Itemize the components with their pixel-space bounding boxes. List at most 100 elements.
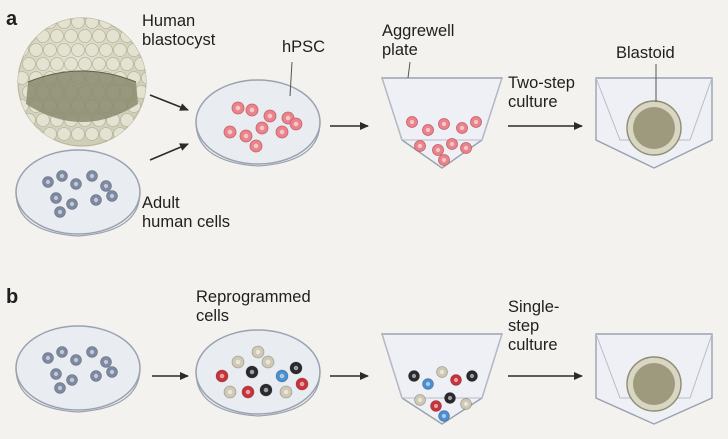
panel-label-a: a [6, 8, 18, 30]
blastocyst-surface-cell [43, 43, 57, 57]
blastocyst-surface-cell [134, 113, 146, 127]
hpsc-cell-nucleus [227, 129, 233, 135]
adult-cell-nucleus [73, 357, 79, 363]
adult-human-cells-label: Adult human cells [142, 194, 231, 231]
blastocyst-surface-cell [149, 58, 162, 71]
adult-cell-nucleus [69, 377, 75, 383]
hpsc-cell-nucleus [441, 157, 447, 163]
hpsc-cell-nucleus [435, 147, 441, 153]
adult-cell-nucleus [93, 197, 99, 203]
blastoid-plate-a [595, 64, 713, 169]
blastocyst-surface-cell [29, 18, 43, 29]
arrow-adult-to-hpsc [149, 143, 189, 161]
reprogrammed-cells-label: Reprogrammed cells [196, 288, 311, 325]
adult-cell-nucleus [59, 173, 65, 179]
reprogrammed-cell-nucleus [447, 395, 453, 401]
single-step-culture-label: Single- step culture [508, 298, 560, 354]
blastocyst-surface-cell [149, 114, 162, 127]
adult-cell-nucleus [69, 201, 75, 207]
blastocyst-surface-cell [78, 57, 92, 71]
blastocyst-surface-cell [64, 29, 78, 43]
hpsc-label: hPSC [282, 38, 326, 56]
blastocyst-surface-cell [78, 29, 92, 43]
reprogrammed-cell-nucleus [439, 369, 445, 375]
blastocyst-surface-cell [50, 29, 64, 43]
adult-cell-nucleus [103, 359, 109, 365]
reprogrammed-cell-nucleus [249, 369, 255, 375]
aggrewell-plate-b [381, 333, 503, 425]
blastocyst-surface-cell [57, 43, 71, 57]
blastocyst-surface-cell [120, 113, 134, 127]
hpsc-cell-nucleus [267, 113, 273, 119]
reprogrammed-cell-nucleus [263, 387, 269, 393]
hpsc-leader-line [289, 61, 293, 97]
adult-cell-nucleus [109, 369, 115, 375]
blastocyst-surface-cell [71, 127, 85, 141]
adult-cell-nucleus [53, 195, 59, 201]
hpsc-cell-nucleus [409, 119, 415, 125]
reprogrammed-cell-nucleus [425, 381, 431, 387]
hpsc-cell-nucleus [473, 119, 479, 125]
blastocyst-surface-cell [99, 43, 113, 57]
blastocyst-surface-cell [57, 127, 71, 141]
human-blastocyst-label: Human blastocyst [142, 12, 216, 49]
blastocyst-surface-cell [18, 71, 29, 85]
blastocyst-surface-cell [29, 43, 43, 57]
blastocyst-surface-cell [141, 127, 146, 141]
adult-cell-nucleus [89, 173, 95, 179]
blastocyst-surface-cell [71, 43, 85, 57]
hpsc-cell-nucleus [441, 121, 447, 127]
blastocyst-surface-cell [43, 127, 57, 141]
reprogrammed-cell-nucleus [283, 389, 289, 395]
reprogrammed-cell-nucleus [279, 373, 285, 379]
blastocyst-surface-cell [92, 57, 106, 71]
blastocyst-surface-cell [113, 43, 127, 57]
reprogrammed-cell-nucleus [299, 381, 305, 387]
blastocyst-surface-cell [36, 57, 50, 71]
hpsc-cell-nucleus [243, 133, 249, 139]
blastocyst-surface-cell [127, 18, 141, 29]
hpsc-cell-nucleus [235, 105, 241, 111]
aggrewell-plate-label: Aggrewell plate [382, 22, 455, 59]
arrow-blastocyst-to-hpsc [149, 94, 189, 111]
adult-cell-nucleus [59, 349, 65, 355]
hpsc-cell-nucleus [279, 129, 285, 135]
reprogrammed-cell-nucleus [453, 377, 459, 383]
blastocyst-surface-cell [64, 57, 78, 71]
hpsc-cell-nucleus [463, 145, 469, 151]
hpsc-cell-nucleus [249, 107, 255, 113]
blastoid-plate-b [595, 333, 713, 425]
adult-cell-nucleus [73, 181, 79, 187]
hpsc-cell-nucleus [259, 125, 265, 131]
hpsc-cell-nucleus [449, 141, 455, 147]
reprogrammed-cell-nucleus [265, 359, 271, 365]
blastoid-label: Blastoid [616, 44, 675, 62]
reprogrammed-cell-nucleus [227, 389, 233, 395]
reprogrammed-cell-nucleus [463, 401, 469, 407]
hpsc-cell-nucleus [285, 115, 291, 121]
hpsc-cell-nucleus [253, 143, 259, 149]
blastocyst-surface-cell [36, 29, 50, 43]
reprogrammed-cell-nucleus [441, 413, 447, 419]
adult-cell-nucleus [45, 179, 51, 185]
adult-cell-nucleus [89, 349, 95, 355]
aggrewell-plate-a [381, 61, 503, 169]
blastocyst-surface-cell [22, 29, 36, 43]
blastocyst-surface-cell [106, 57, 120, 71]
reprogrammed-cell-nucleus [411, 373, 417, 379]
blastocyst-surface-cell [99, 18, 113, 29]
adult-cell-nucleus [57, 209, 63, 215]
adult-cell-nucleus [109, 193, 115, 199]
adult-cells-dish-b [15, 325, 141, 413]
reprogrammed-cell-nucleus [245, 389, 251, 395]
blastocyst-surface-cell [113, 18, 127, 29]
blastocyst-surface-cell [120, 57, 134, 71]
blastocyst-surface-cell [134, 57, 146, 71]
adult-cell-nucleus [93, 373, 99, 379]
blastocyst-surface-cell [22, 57, 36, 71]
blastocyst-surface-cell [18, 18, 29, 29]
blastocyst-surface-cell [85, 127, 99, 141]
hpsc-cell-nucleus [459, 125, 465, 131]
